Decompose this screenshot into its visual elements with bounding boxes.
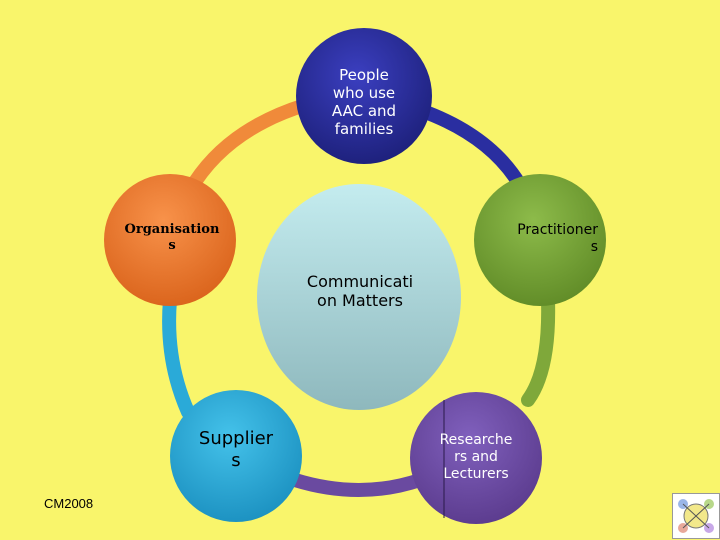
arc-researchers-suppliers <box>288 473 427 497</box>
center-ellipse <box>257 184 461 410</box>
arc-people-practitioners <box>413 103 527 192</box>
node-suppliers <box>170 390 302 522</box>
arc-suppliers-organisations <box>162 293 195 419</box>
label-researchers: Researche rs and Lecturers <box>439 432 513 482</box>
footer-text: CM2008 <box>44 496 94 511</box>
label-center: Communicati on Matters <box>306 272 414 311</box>
node-practitioners <box>474 174 606 306</box>
label-people: People who use AAC and families <box>331 66 397 138</box>
label-suppliers: Supplier s <box>198 428 274 471</box>
arc-practitioners-researchers <box>521 293 556 407</box>
label-practitioners: Practitioner s <box>517 222 598 255</box>
arc-organisations-people <box>183 98 312 197</box>
corner-logo-icon <box>672 493 720 539</box>
node-researchers <box>410 392 542 524</box>
node-people <box>296 28 432 164</box>
node-organisations <box>104 174 236 306</box>
logo-graphic-icon <box>678 499 714 533</box>
label-organisations: Organisation s <box>124 222 220 253</box>
